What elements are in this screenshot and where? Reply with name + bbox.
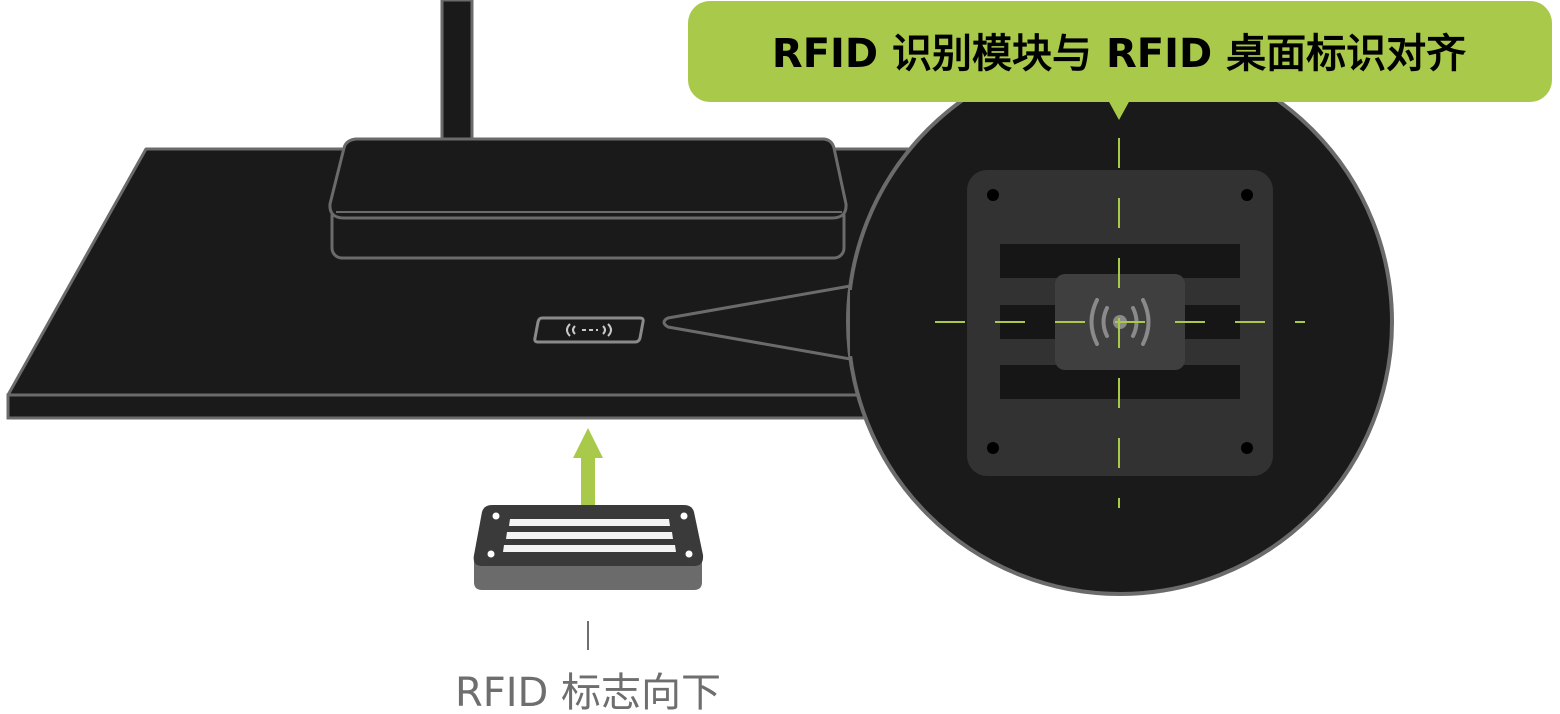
stand-pole [440,0,474,152]
screw-hole [987,442,999,454]
callout-tail [1108,100,1130,120]
callout-text: RFID 识别模块与 RFID 桌面标识对齐 [772,31,1466,77]
module-stripe [503,545,676,552]
desk-rfid-mark [533,316,645,344]
magnifier [662,48,1394,596]
up-arrow-icon [573,428,603,517]
callout-bg [688,1,1552,102]
monitor-base [328,137,848,260]
screw-hole [987,189,999,201]
monitor-base-top [328,137,848,220]
screw-hole [1241,442,1253,454]
callout: RFID 识别模块与 RFID 桌面标识对齐 [688,1,1552,120]
magnifier-pointer [662,283,858,362]
screw-hole [1241,189,1253,201]
module-stripe [506,532,673,539]
module-stripe [509,519,670,526]
rfid-wave-icon [566,323,612,337]
rfid-module [473,505,704,590]
alignment-guides [935,138,1305,508]
caption-text: RFID 标志向下 [455,670,721,714]
